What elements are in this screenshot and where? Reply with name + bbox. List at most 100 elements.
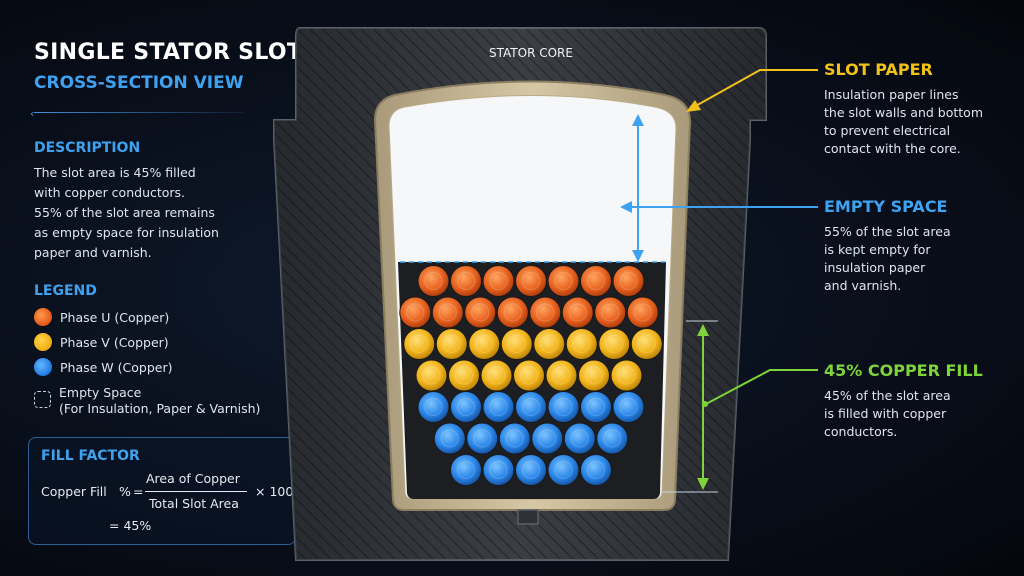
phase-u-swatch (34, 308, 52, 326)
arrow-pointer-icon (686, 100, 701, 112)
phase-w-swatch (34, 358, 52, 376)
conductor-highlight (438, 303, 457, 322)
conductor-phase-v (533, 328, 566, 360)
legend-label: Phase U (Copper) (60, 309, 170, 325)
conductor-phase-w (547, 391, 580, 423)
conductor-phase-v (513, 359, 545, 392)
conductor-phase-u (547, 265, 580, 297)
conductor-phase-u (626, 296, 659, 329)
legend-label: Empty Space (59, 385, 142, 400)
conductor-phase-v (403, 328, 436, 360)
slot-paper-leader (691, 69, 818, 109)
conductor-highlight (503, 303, 522, 322)
conductor-bundle (399, 265, 663, 486)
conductor-phase-w (482, 454, 515, 486)
callout-title: 45% COPPER FILL (824, 361, 983, 380)
callout-text: 55% of the slot area is kept empty for i… (824, 223, 951, 295)
conductor-phase-w (417, 391, 450, 423)
conductor-highlight (521, 397, 541, 417)
conductor-phase-v (578, 359, 610, 392)
conductor-phase-v (435, 328, 468, 360)
arrow-left-icon (620, 201, 632, 213)
description-heading: DESCRIPTION (34, 140, 141, 156)
conductor-highlight (456, 397, 476, 417)
arrow-up-icon (697, 324, 709, 336)
callout-text: Insulation paper lines the slot walls an… (824, 86, 983, 158)
conductor-highlight (410, 334, 429, 354)
legend-item-empty-space: Empty Space (For Insulation, Paper & Var… (34, 385, 260, 417)
conductor-phase-v (565, 328, 598, 360)
conductor-highlight (633, 303, 652, 322)
description-line: paper and varnish. (34, 245, 152, 260)
conductor-highlight (584, 366, 604, 385)
conductor-highlight (422, 366, 441, 385)
conductor-highlight (424, 271, 443, 291)
page-title: SINGLE STATOR SLOT (34, 40, 303, 65)
conductor-phase-u (594, 296, 627, 329)
conductor-highlight (442, 334, 461, 354)
conductor-highlight (637, 334, 656, 354)
conductor-highlight (456, 460, 476, 480)
header-divider (34, 112, 244, 113)
conductor-phase-u (496, 296, 529, 329)
conductor-highlight (572, 334, 591, 354)
callout-title: SLOT PAPER (824, 60, 933, 79)
formula-equals: = (133, 484, 144, 499)
conductor-highlight (406, 303, 425, 322)
conductor-phase-u (417, 265, 450, 297)
conductor-highlight (507, 334, 526, 354)
conductor-phase-w (580, 454, 612, 486)
conductor-phase-w (450, 454, 482, 486)
conductor-highlight (519, 366, 539, 385)
conductor-highlight (489, 271, 508, 291)
conductor-phase-u (482, 265, 515, 297)
legend-label: Phase V (Copper) (60, 334, 169, 350)
conductor-phase-w (466, 422, 499, 455)
conductor-highlight (487, 366, 506, 385)
fill-factor-heading: FILL FACTOR (41, 448, 140, 464)
conductor-highlight (586, 271, 606, 291)
legend-label: Phase W (Copper) (60, 359, 173, 375)
empty-space-swatch (34, 391, 51, 408)
conductor-highlight (605, 334, 624, 354)
conductor-highlight (521, 271, 541, 291)
legend-item-phase-w: Phase W (Copper) (34, 358, 172, 376)
conductor-highlight (554, 460, 573, 480)
conductor-phase-v (610, 359, 643, 392)
conductor-highlight (617, 366, 636, 385)
conductor-highlight (538, 429, 557, 448)
callout-empty-space: EMPTY SPACE 55% of the slot area is kept… (824, 197, 951, 295)
conductor-phase-v (545, 359, 578, 392)
conductor-highlight (424, 397, 443, 417)
conductor-phase-u (450, 265, 482, 297)
conductor-highlight (586, 460, 606, 480)
description-line: The slot area is 45% filled (34, 165, 196, 180)
callout-line: conductors. (824, 424, 898, 439)
callout-line: 55% of the slot area (824, 224, 951, 239)
conductor-highlight (456, 271, 476, 291)
formula-percent: % (119, 484, 131, 499)
conductor-highlight (440, 429, 459, 448)
callout-slot-paper: SLOT PAPER Insulation paper lines the sl… (824, 60, 983, 158)
conductor-highlight (552, 366, 571, 385)
callout-copper-fill: 45% COPPER FILL 45% of the slot area is … (824, 361, 983, 441)
callout-line: and varnish. (824, 278, 902, 293)
conductor-phase-u (399, 296, 432, 329)
conductor-phase-u (580, 265, 612, 297)
conductor-phase-w (596, 422, 629, 455)
conductor-phase-v (480, 359, 513, 392)
description-line: as empty space for insulation (34, 225, 219, 240)
copper-fill-leader (705, 369, 818, 405)
arrow-down-icon (697, 478, 709, 490)
conductor-phase-w (450, 391, 482, 423)
callout-line: insulation paper (824, 260, 926, 275)
fraction-bar (145, 491, 247, 492)
callout-line: 45% of the slot area (824, 388, 951, 403)
formula-result: = 45% (109, 518, 152, 533)
conductor-phase-v (468, 328, 501, 360)
conductor-highlight (540, 334, 559, 354)
arrow-down-icon (632, 250, 644, 262)
legend-sublabel: (For Insulation, Paper & Varnish) (59, 401, 261, 416)
callout-line: to prevent electrical (824, 123, 951, 138)
